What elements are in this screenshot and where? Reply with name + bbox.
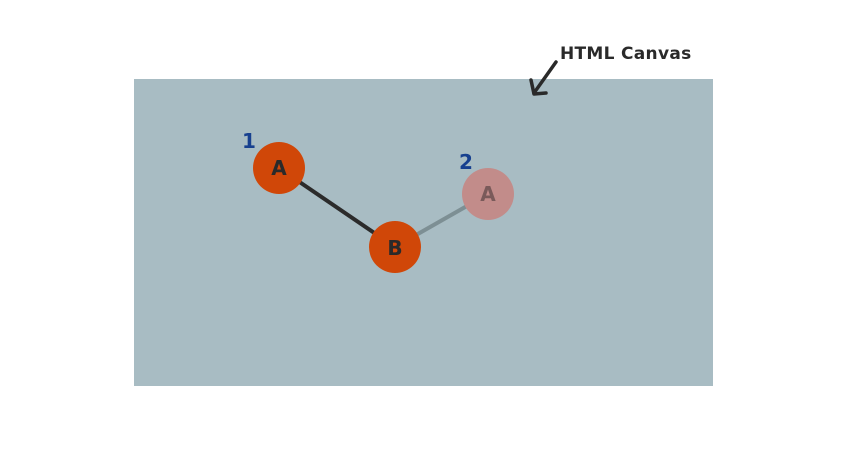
node-b[interactable]: B xyxy=(369,221,421,273)
node-a-1[interactable]: A xyxy=(253,142,305,194)
node-a-2[interactable]: A xyxy=(462,168,514,220)
node-a-1-label: A xyxy=(271,156,287,180)
node-a-2-number: 2 xyxy=(459,150,473,174)
html-canvas-label: HTML Canvas xyxy=(560,44,692,64)
node-b-label: B xyxy=(387,236,402,260)
annotation-arrow-icon xyxy=(529,60,558,96)
node-a-1-number: 1 xyxy=(242,129,256,153)
node-a-2-label: A xyxy=(480,182,496,206)
